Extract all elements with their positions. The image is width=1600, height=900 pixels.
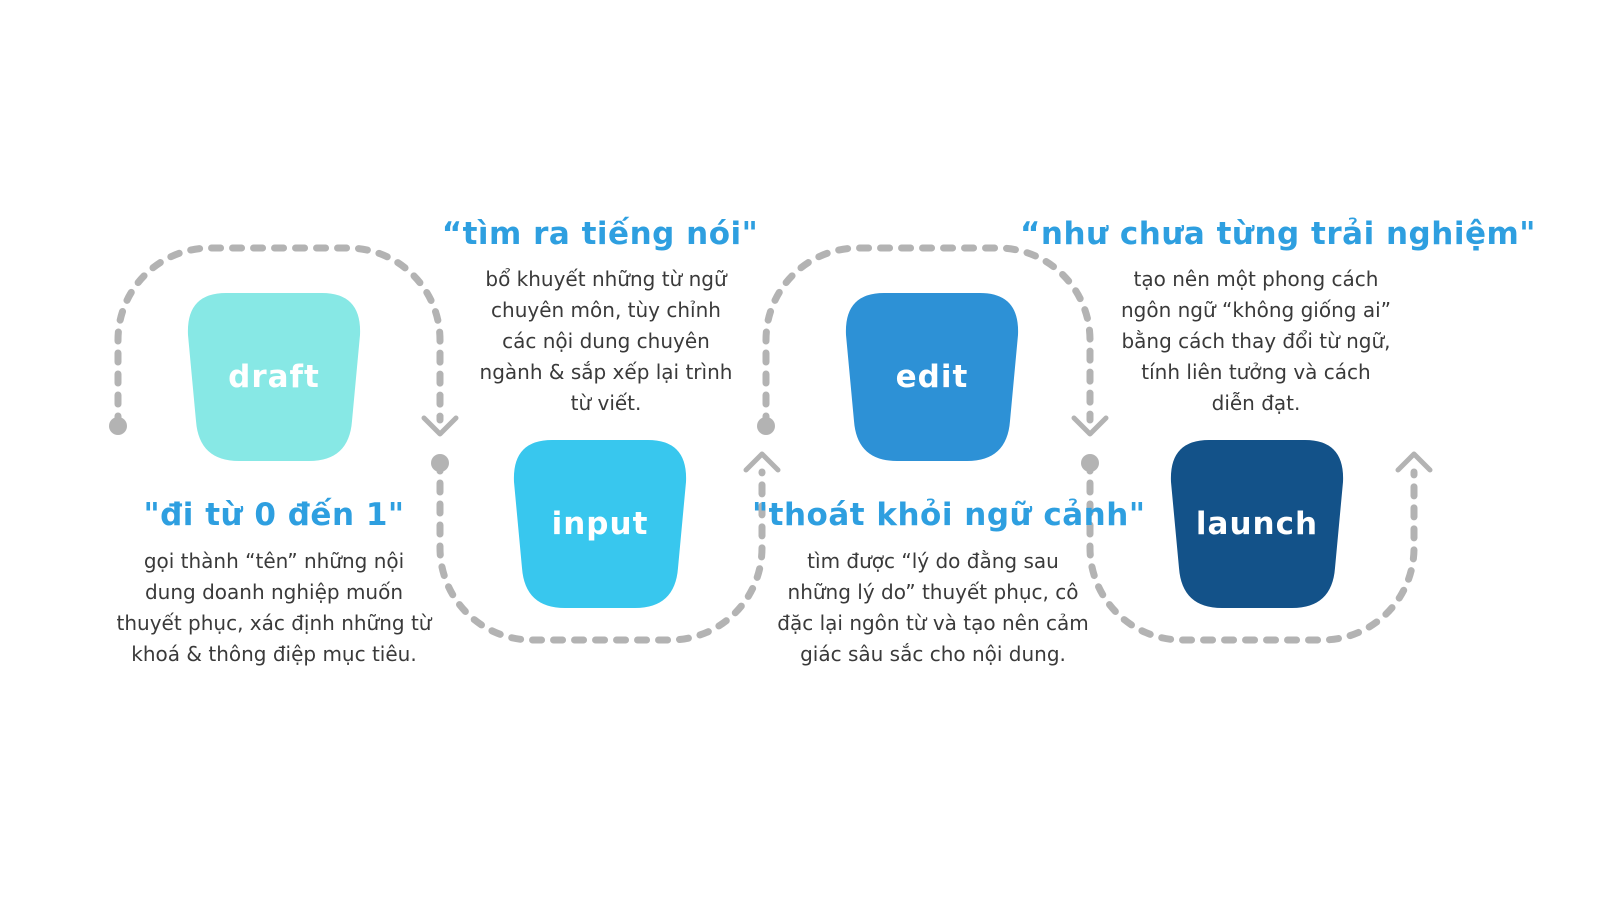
stage-description-edit: tìm được “lý do đằng sau những lý do” th… <box>777 549 1089 666</box>
stage-description-draft: gọi thành “tên” những nội dung doanh ngh… <box>116 549 432 666</box>
stage-heading-edit: "thoát khỏi ngữ cảnh" <box>752 497 1146 533</box>
arrow-down-icon <box>1071 415 1109 437</box>
flow-arc-launch <box>1086 458 1418 644</box>
arrow-up-icon <box>743 451 781 473</box>
stage-label: launch <box>1195 506 1319 542</box>
stage-box-draft: draft <box>186 293 362 461</box>
stage-box-launch: launch <box>1169 440 1345 608</box>
stage-box-edit: edit <box>844 293 1020 461</box>
stage-label: draft <box>228 359 320 395</box>
stage-heading-input: “tìm ra tiếng nói" <box>441 216 759 252</box>
flow-node-dot <box>1081 454 1099 472</box>
stage-label: input <box>551 506 649 542</box>
stage-box-input: input <box>512 440 688 608</box>
arrow-down-icon <box>421 415 459 437</box>
stage-label: edit <box>895 359 969 395</box>
flow-node-dot <box>431 454 449 472</box>
flow-arc-edit <box>762 244 1094 429</box>
stage-description-input: bổ khuyết những từ ngữ chuyên môn, tùy c… <box>479 267 733 415</box>
flow-arc-input <box>436 458 766 644</box>
stage-description-launch: tạo nên một phong cách ngôn ngữ “không g… <box>1120 267 1392 415</box>
arrow-up-icon <box>1395 451 1433 473</box>
stage-heading-draft: "đi từ 0 đến 1" <box>143 497 405 533</box>
flow-arc-draft <box>114 244 444 429</box>
stage-heading-launch: “như chưa từng trải nghiệm" <box>1020 216 1536 252</box>
flow-start-dot <box>109 417 127 435</box>
flow-node-dot <box>757 417 775 435</box>
